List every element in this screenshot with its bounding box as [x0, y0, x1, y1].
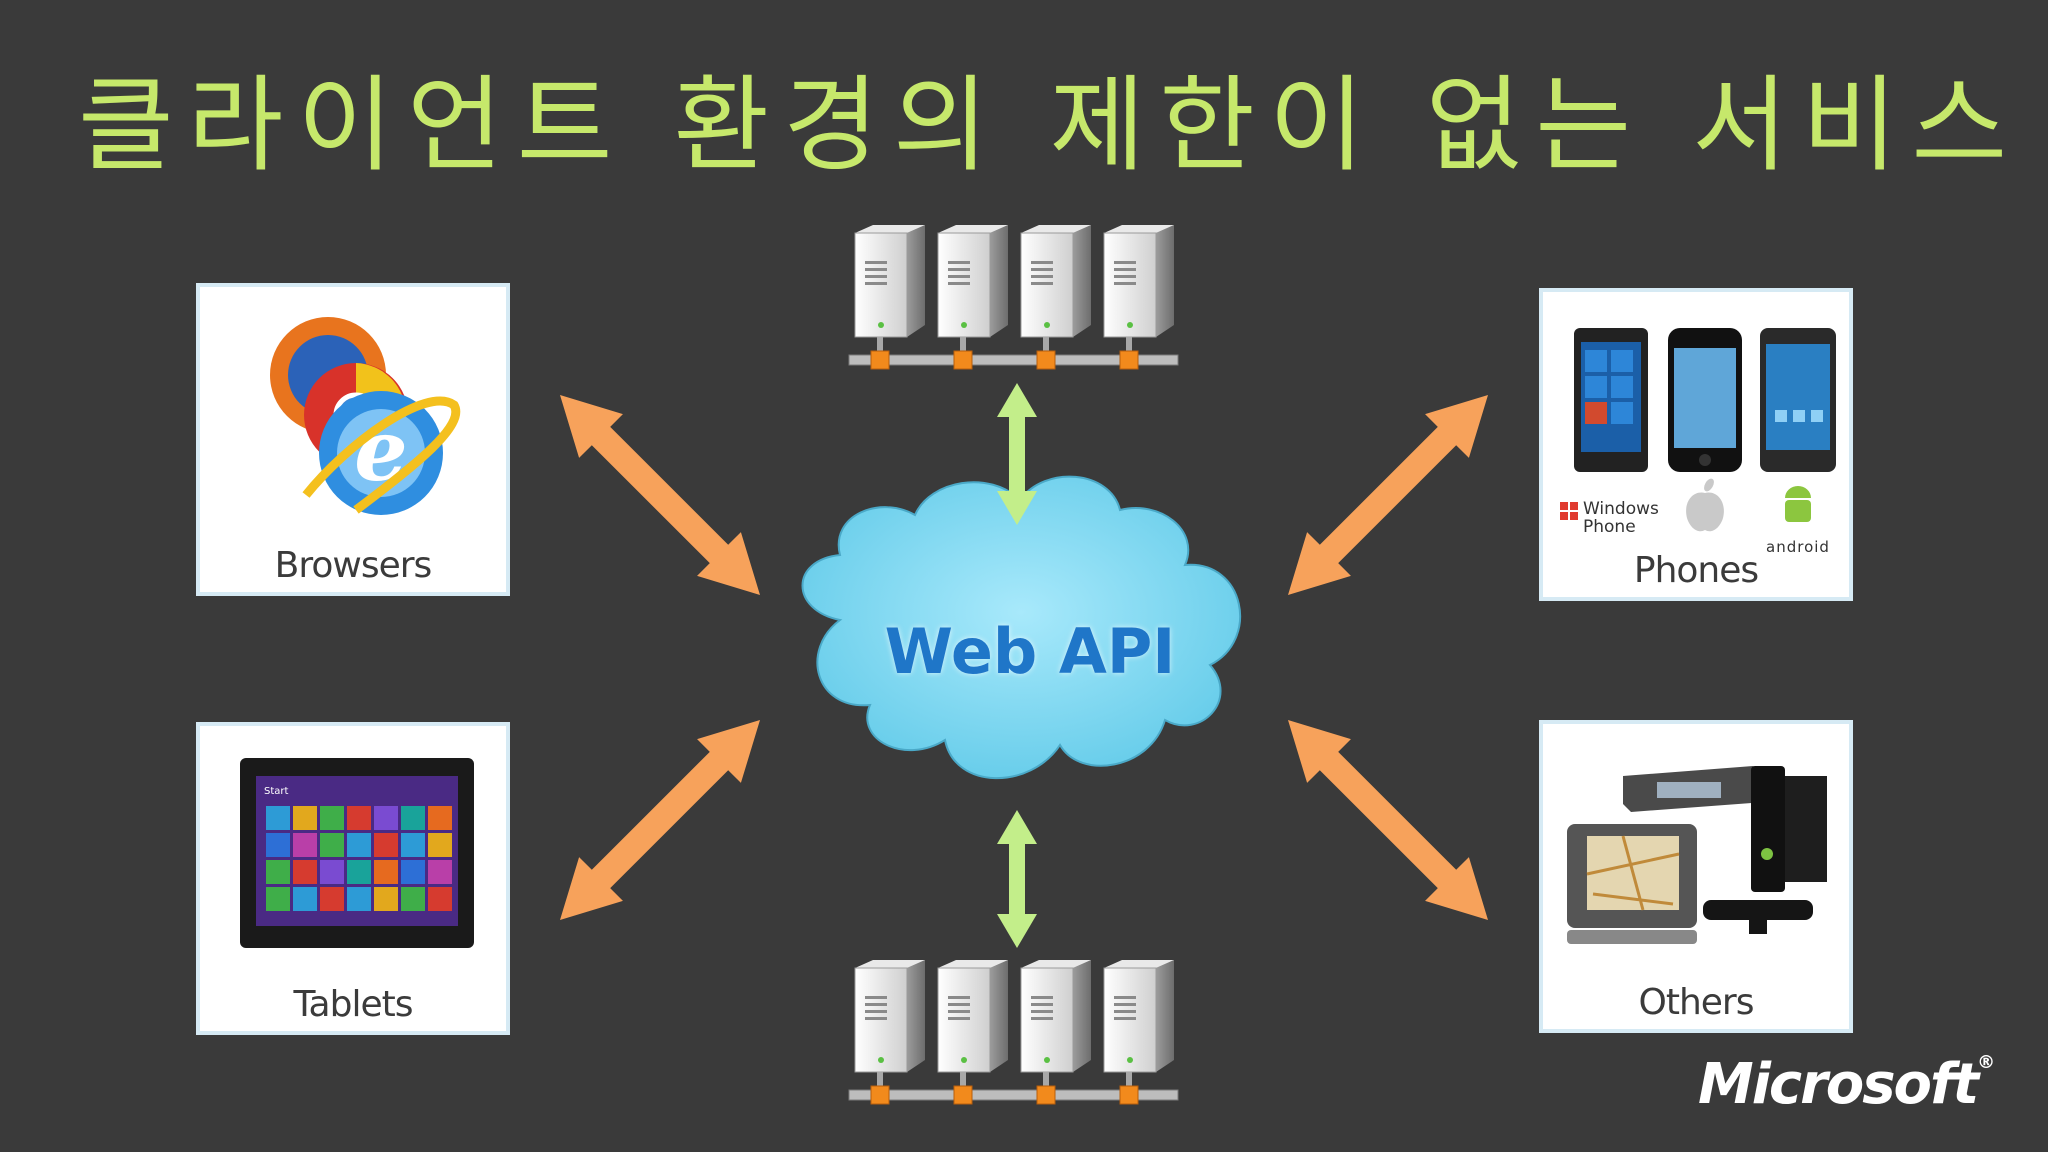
- client-card-others: Others: [1539, 720, 1853, 1033]
- tablet-tile: [293, 806, 317, 830]
- client-card-tablets: Start Tablets: [196, 722, 510, 1035]
- tablets-label: Tablets: [293, 984, 414, 1025]
- server-icon: [854, 225, 925, 370]
- server-icon: [1020, 225, 1091, 370]
- browser-logos-icon: e: [270, 317, 461, 515]
- apple-logo-icon: [1686, 492, 1724, 532]
- tablet-tile: [293, 860, 317, 884]
- phone-devices-icon: Windows Phone android: [1560, 328, 1836, 556]
- tablet-tile: [347, 806, 371, 830]
- tablet-tile: [320, 806, 344, 830]
- tablet-tile: [374, 833, 398, 857]
- tablet-tile: [266, 860, 290, 884]
- windows-phone-logo-line2: Phone: [1583, 517, 1636, 537]
- others-label: Others: [1638, 982, 1755, 1023]
- arrow-top-servers-webapi: [997, 383, 1037, 525]
- server-icon: [854, 960, 925, 1105]
- tablet-tile: [374, 806, 398, 830]
- tablet-tile: [320, 860, 344, 884]
- tablet-tile: [428, 887, 452, 911]
- tablet-tile: [401, 806, 425, 830]
- tablet-tile: [293, 887, 317, 911]
- tablet-tile: [428, 833, 452, 857]
- server-group-top: [848, 225, 1179, 370]
- server-icon: [1020, 960, 1091, 1105]
- tablet-tile: [347, 833, 371, 857]
- client-card-browsers: e Browsers: [196, 283, 510, 596]
- tablet-tile: [428, 806, 452, 830]
- network-bar: [848, 354, 1179, 366]
- tablet-start-text: Start: [264, 786, 289, 797]
- tablet-tile: [293, 833, 317, 857]
- tablet-tile: [347, 860, 371, 884]
- server-icon: [937, 960, 1008, 1105]
- server-icon: [1103, 960, 1174, 1105]
- tablet-tile: [266, 887, 290, 911]
- server-icon: [937, 225, 1008, 370]
- tablet-tile: [374, 860, 398, 884]
- slide-title: 클라이언트 환경의 제한이 없는 서비스: [78, 64, 2022, 186]
- microsoft-logo-text: Microsoft: [1698, 1052, 1979, 1117]
- arrow-browsers-webapi: [560, 395, 760, 595]
- android-logo-text: android: [1766, 538, 1830, 556]
- other-devices-icon: [1567, 766, 1827, 944]
- microsoft-logo: Microsoft®: [1698, 1052, 1995, 1117]
- tablet-tile: [266, 806, 290, 830]
- tablet-tile: [401, 833, 425, 857]
- tablet-tile: [266, 833, 290, 857]
- tablet-tile: [401, 887, 425, 911]
- arrow-tablets-webapi: [560, 720, 760, 920]
- windows-phone-logo-line1: Windows: [1583, 499, 1659, 519]
- arrow-others-webapi: [1288, 720, 1488, 920]
- tablet-tile: [320, 833, 344, 857]
- client-card-phones: Windows Phone android Phones: [1539, 288, 1853, 601]
- phones-label: Phones: [1633, 550, 1759, 591]
- browsers-label: Browsers: [274, 545, 433, 586]
- tablet-tile: [374, 887, 398, 911]
- tablet-tile: [320, 887, 344, 911]
- arrow-bottom-servers-webapi: [997, 810, 1037, 948]
- tablet-tile: [428, 860, 452, 884]
- tablet-tile: [347, 887, 371, 911]
- server-icon: [1103, 225, 1174, 370]
- server-group-bottom: [848, 960, 1179, 1105]
- tablet-device-icon: Start: [240, 758, 474, 948]
- web-api-cloud: [801, 475, 1242, 780]
- tablet-tile: [401, 860, 425, 884]
- arrow-phones-webapi: [1288, 395, 1488, 595]
- web-api-label: Web API: [884, 615, 1176, 688]
- network-bar: [848, 1089, 1179, 1101]
- registered-mark: ®: [1977, 1052, 1995, 1073]
